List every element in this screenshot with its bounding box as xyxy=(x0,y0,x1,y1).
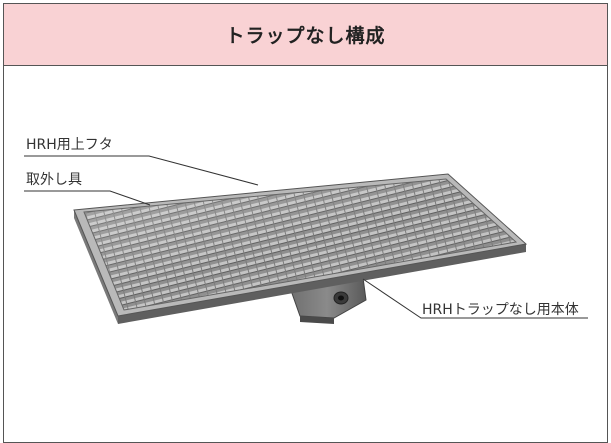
callout-remover-label: 取外し具 xyxy=(26,172,82,188)
leader-line-lid xyxy=(24,155,259,186)
callout-body-label: HRHトラップなし用本体 xyxy=(422,302,579,318)
leader-line-remover xyxy=(24,190,151,206)
product-illustration xyxy=(24,155,588,324)
leader-lines xyxy=(24,155,588,319)
leader-line-body xyxy=(362,278,588,319)
callout-lid-label: HRH用上フタ xyxy=(26,137,113,153)
page-title: トラップなし構成 xyxy=(225,25,386,47)
header-bar: トラップなし構成 xyxy=(4,4,607,66)
grating-lid xyxy=(73,173,528,324)
